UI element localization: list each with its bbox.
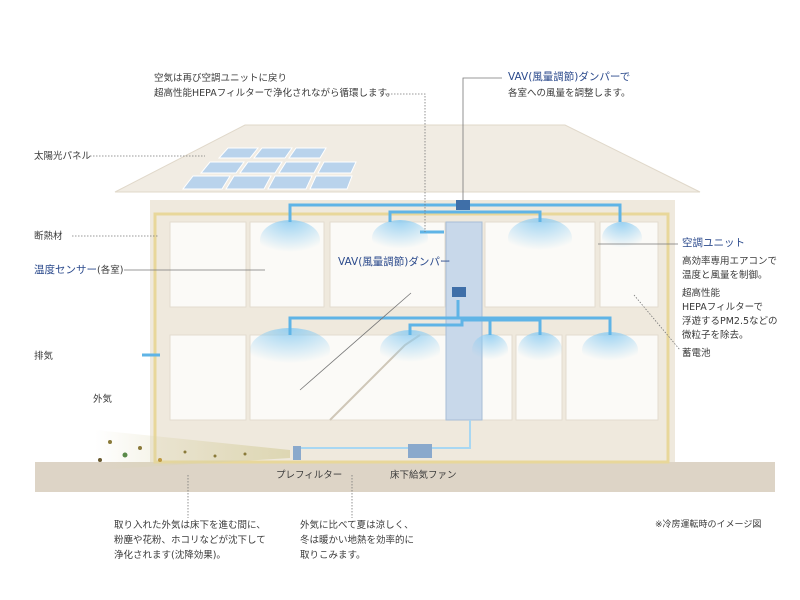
hepa-desc-2: HEPAフィルターで bbox=[682, 302, 764, 313]
insulation-label: 断熱材 bbox=[34, 231, 63, 242]
ac-unit-desc-1: 高効率専用エアコンで bbox=[682, 256, 778, 267]
underfloor-fan bbox=[408, 444, 432, 458]
solar-panel-label: 太陽光パネル bbox=[34, 151, 92, 162]
return-air-note-line2: 超高性能HEPAフィルターで浄化されながら循環します。 bbox=[154, 88, 396, 99]
battery-label: 蓄電池 bbox=[682, 348, 711, 359]
prefilter bbox=[293, 446, 301, 460]
vav-damper-top bbox=[456, 200, 470, 210]
return-air-duct bbox=[298, 420, 471, 449]
leader-lines bbox=[72, 93, 681, 518]
dust-particles bbox=[98, 440, 247, 462]
exhaust-label: 排気 bbox=[34, 351, 54, 362]
ac-unit-desc-2: 温度と風量を制御。 bbox=[682, 270, 768, 281]
geothermal-note-1: 外気に比べて夏は涼しく、 bbox=[300, 520, 414, 531]
cool-air-glows bbox=[250, 218, 642, 372]
return-air-note-line1: 空気は再び空調ユニットに戻り bbox=[154, 73, 288, 84]
geothermal-note-2: 冬は暖かい地熱を効率的に bbox=[300, 535, 415, 546]
vav-damper-center bbox=[452, 287, 466, 297]
settling-note-3: 浄化されます(沈降効果)。 bbox=[114, 550, 226, 561]
ac-unit-title: 空調ユニット bbox=[682, 237, 745, 249]
hepa-desc-1: 超高性能 bbox=[682, 288, 721, 299]
temp-sensor-label: 温度センサー(各室) bbox=[34, 263, 123, 278]
airflow-arrows bbox=[142, 203, 622, 357]
hepa-desc-4: 微粒子を除去。 bbox=[682, 330, 749, 341]
geothermal-note-3: 取りこみます。 bbox=[300, 550, 366, 561]
outside-air-label: 外気 bbox=[93, 394, 113, 405]
settling-note-1: 取り入れた外気は床下を進む間に、 bbox=[114, 520, 266, 531]
vav-top-desc: 各室への風量を調整します。 bbox=[508, 88, 631, 99]
vav-top-title: VAV(風量調節)ダンパーで bbox=[508, 71, 631, 83]
solid-leaders bbox=[124, 77, 678, 391]
outside-air-stream bbox=[95, 430, 290, 470]
underfloor-fan-label: 床下給気ファン bbox=[390, 470, 457, 481]
settling-note-2: 粉塵や花粉、ホコリなどが沈下して bbox=[114, 535, 266, 546]
insulation-line bbox=[153, 212, 670, 464]
ground bbox=[35, 462, 775, 492]
temp-sensor-suffix: (各室) bbox=[97, 265, 124, 276]
footnote: ※冷房運転時のイメージ図 bbox=[655, 520, 762, 530]
vav-center-label: VAV(風量調節)ダンパー bbox=[338, 256, 451, 268]
solar-panels bbox=[181, 147, 357, 190]
hepa-desc-3: 浮遊するPM2.5などの bbox=[682, 316, 778, 327]
prefilter-label: プレフィルター bbox=[276, 470, 343, 481]
roof bbox=[114, 124, 701, 193]
temp-sensor-title: 温度センサー bbox=[34, 264, 97, 276]
